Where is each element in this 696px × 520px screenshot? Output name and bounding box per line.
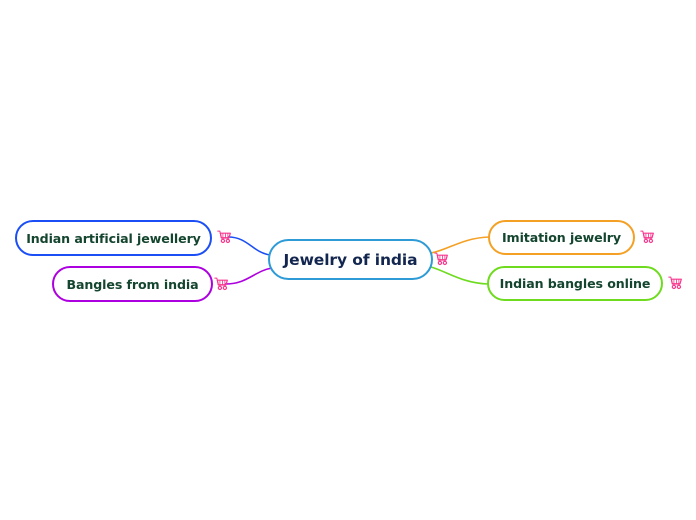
branch-node-label: Indian artificial jewellery [26,230,201,246]
shopping-cart-icon[interactable] [214,277,229,292]
connector-indian-bangles-online [430,266,489,285]
root-node-label: Jewelry of india [283,250,418,269]
branch-node-bangles-from-india[interactable]: Bangles from india [52,266,213,302]
connector-bangles-from-india [224,267,273,285]
branch-node-label: Indian bangles online [499,276,651,291]
branch-node-label: Imitation jewelry [501,230,622,245]
shopping-cart-icon[interactable] [217,230,232,245]
shopping-cart-icon[interactable] [668,276,683,291]
branch-node-label: Bangles from india [66,276,199,292]
branch-node-indian-artificial-jewellery[interactable]: Indian artificial jewellery [15,220,212,256]
root-node[interactable]: Jewelry of india [268,239,433,280]
connector-imitation-jewelry [430,236,490,254]
shopping-cart-icon[interactable] [434,252,449,267]
shopping-cart-icon[interactable] [640,230,655,245]
branch-node-indian-bangles-online[interactable]: Indian bangles online [487,266,663,301]
connector-indian-artificial-jewellery [227,236,271,256]
branch-node-imitation-jewelry[interactable]: Imitation jewelry [488,220,635,255]
